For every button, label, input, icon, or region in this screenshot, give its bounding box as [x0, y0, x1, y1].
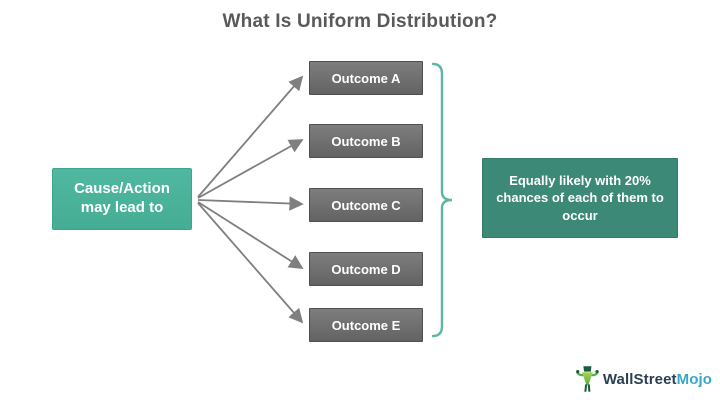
bull-icon	[576, 366, 599, 392]
outcome-a-label: Outcome A	[331, 70, 401, 86]
arrow-to-outcome-a	[197, 75, 304, 198]
result-box-label: Equally likely with 20% chances of each …	[496, 172, 664, 223]
cause-box: Cause/Action may lead to	[52, 168, 192, 230]
logo-wordmark: WallStreetMojo	[603, 371, 712, 388]
arrow-to-outcome-e	[197, 202, 304, 324]
diagram-title: What Is Uniform Distribution?	[222, 11, 498, 32]
wallstreetmojo-logo: WallStreetMojo	[576, 358, 712, 400]
outcome-d-label: Outcome D	[331, 261, 401, 277]
grouping-brace	[431, 62, 453, 338]
outcome-box-e: Outcome E	[309, 308, 423, 342]
outcome-e-label: Outcome E	[331, 317, 401, 333]
outcome-c-label: Outcome C	[331, 197, 401, 213]
arrow-to-outcome-d	[197, 201, 304, 269]
outcome-box-c: Outcome C	[309, 188, 423, 222]
result-box: Equally likely with 20% chances of each …	[482, 158, 678, 238]
outcome-box-d: Outcome D	[309, 252, 423, 286]
arrow-to-outcome-c	[197, 196, 304, 211]
outcome-box-b: Outcome B	[309, 124, 423, 158]
cause-to-outcome-arrows	[197, 75, 304, 324]
outcome-b-label: Outcome B	[331, 133, 401, 149]
cause-box-label: Cause/Action may lead to	[74, 180, 170, 216]
outcome-box-a: Outcome A	[309, 61, 423, 95]
arrow-to-outcome-b	[197, 139, 304, 199]
logo-text-mojo: Mojo	[676, 370, 712, 388]
logo-text-wallstreet: WallStreet	[602, 370, 677, 388]
